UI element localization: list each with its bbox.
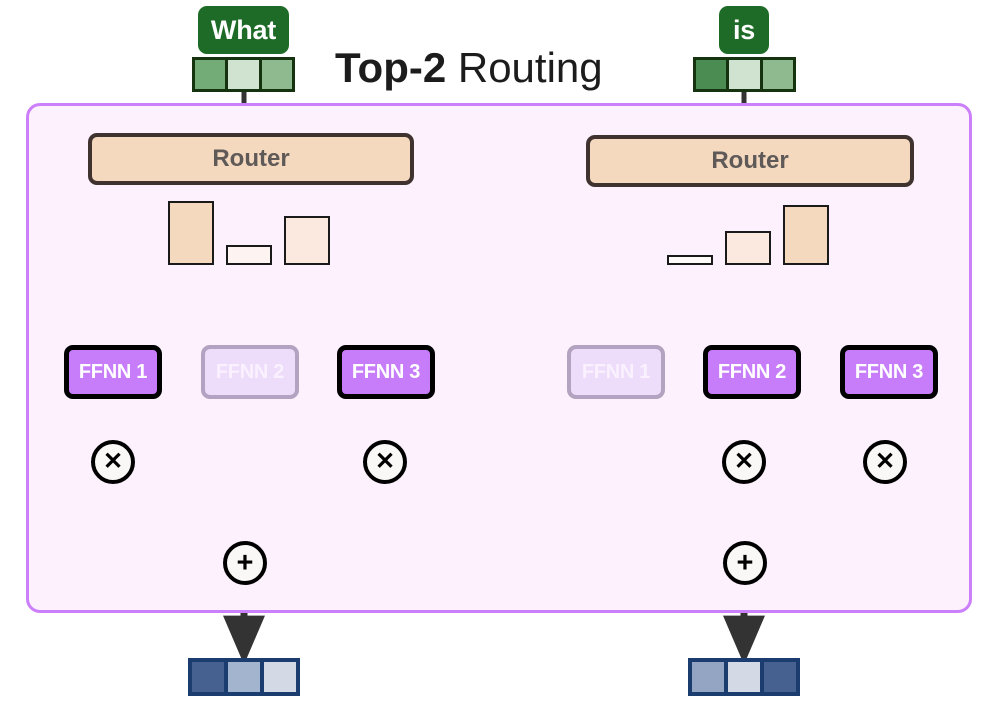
router-left[interactable]: Router (88, 133, 414, 185)
gate-bar-right-3 (783, 205, 829, 265)
embedding-cell (696, 60, 730, 89)
gate-bar-left-3 (284, 216, 330, 265)
output-cell (764, 662, 796, 692)
title-strong: Top-2 (335, 44, 447, 91)
embedding-cell (228, 60, 262, 89)
gate-bar-left-1 (168, 201, 214, 265)
multiply-node-right-3: ✕ (863, 440, 907, 484)
embedding-cell (261, 60, 292, 89)
expert-right-ffnn-2[interactable]: FFNN 2 (703, 345, 801, 399)
output-cell (692, 662, 728, 692)
expert-left-ffnn-3[interactable]: FFNN 3 (337, 345, 435, 399)
output-cell (264, 662, 296, 692)
expert-right-ffnn-1[interactable]: FFNN 1 (567, 345, 665, 399)
embedding-cell (195, 60, 229, 89)
multiply-node-right-2: ✕ (722, 440, 766, 484)
router-right[interactable]: Router (586, 135, 914, 187)
embedding-strip-left (192, 57, 295, 92)
expert-right-ffnn-3[interactable]: FFNN 3 (840, 345, 938, 399)
output-cell (192, 662, 228, 692)
multiply-node-left-3: ✕ (363, 440, 407, 484)
gate-bar-right-1 (667, 255, 713, 265)
expert-left-ffnn-2[interactable]: FFNN 2 (201, 345, 299, 399)
expert-left-ffnn-1[interactable]: FFNN 1 (64, 345, 162, 399)
gate-bar-right-2 (725, 231, 771, 265)
output-cell (728, 662, 764, 692)
output-strip-right (688, 658, 800, 696)
embedding-cell (729, 60, 763, 89)
page-title: Top-2 Routing (335, 44, 603, 92)
embedding-cell (762, 60, 793, 89)
output-cell (228, 662, 264, 692)
multiply-node-left-1: ✕ (91, 440, 135, 484)
add-node-left: + (223, 541, 267, 585)
title-light: Routing (446, 44, 603, 91)
embedding-strip-right (693, 57, 796, 92)
gate-bar-left-2 (226, 245, 272, 265)
moe-layer-container (26, 103, 972, 613)
token-chip-what: What (198, 6, 289, 54)
add-node-right: + (723, 541, 767, 585)
token-chip-is: is (719, 6, 769, 54)
output-strip-left (188, 658, 300, 696)
